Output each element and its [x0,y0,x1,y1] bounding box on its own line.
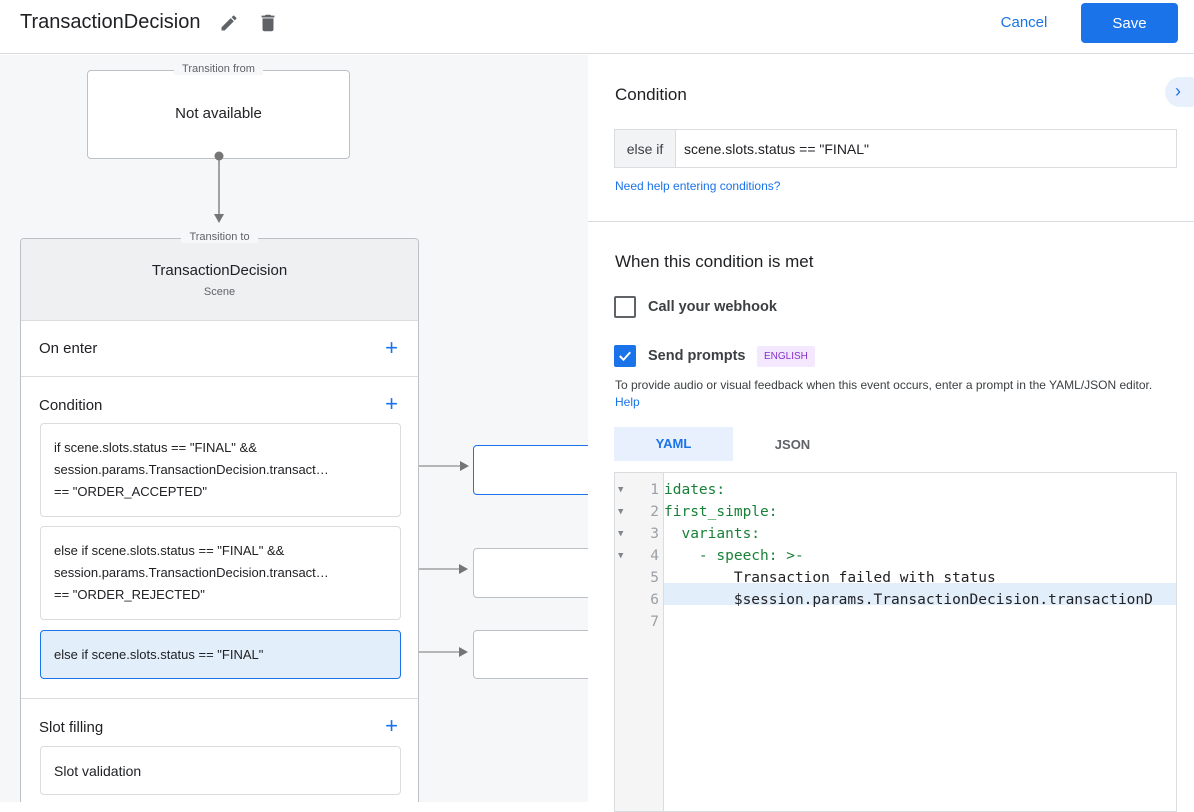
target-box-1[interactable] [473,445,588,495]
slot-validation-card[interactable]: Slot validation [40,746,401,795]
delete-icon[interactable] [257,11,279,35]
prompt-help-text: To provide audio or visual feedback when… [615,378,1153,409]
scene-title: TransactionDecision [20,11,201,33]
scene-type: Scene [203,286,236,298]
condition-card-1[interactable]: if scene.slots.status == "FINAL" && sessi… [40,423,401,517]
transition-from-legend: Transition from [174,63,263,75]
scene-name: TransactionDecision [151,262,288,279]
condition-panel: › Condition else if scene.slots.status =… [588,55,1194,812]
transition-from-box: Transition from Not available [87,63,350,159]
code-line: Transaction failed with status [664,570,996,586]
collapse-panel-chevron-icon[interactable]: › [1165,77,1194,107]
on-enter-section: On enter + [21,320,418,376]
send-prompts-checkbox[interactable] [614,345,636,367]
tab-json[interactable]: JSON [774,436,811,452]
top-bar: TransactionDecision Cancel Save [0,0,1194,54]
condition-card-2[interactable]: else if scene.slots.status == "FINAL" &&… [40,526,401,620]
slot-filling-label: Slot filling [39,719,104,736]
code-line: $session.params.TransactionDecision.tran… [664,592,1153,608]
add-slot-icon[interactable]: + [385,713,398,738]
language-badge: ENGLISH [757,346,815,367]
code-line: - speech: >- [664,548,804,564]
cancel-button[interactable]: Cancel [1000,13,1048,31]
condition-text: session.params.TransactionDecision.trans… [54,462,329,477]
transition-from-value: Not available [175,105,262,122]
condition-text: else if scene.slots.status == "FINAL" && [54,543,285,558]
flow-canvas[interactable]: Transition from Not available Transition… [0,55,588,802]
code-line: first_simple: [664,504,778,520]
edit-icon[interactable] [219,13,239,33]
webhook-label: Call your webhook [648,299,777,315]
webhook-checkbox[interactable] [614,296,636,318]
code-line: idates: [664,482,726,498]
condition-prefix: else if [615,130,676,167]
send-prompts-label: Send prompts [648,348,746,364]
fold-arrow-icon[interactable]: ▼ [618,529,624,539]
condition-heading: Condition [615,85,687,104]
add-condition-icon[interactable]: + [385,391,398,416]
condition-label: Condition [39,397,103,414]
tab-yaml[interactable]: YAML [614,427,733,461]
condition-input[interactable]: else if scene.slots.status == "FINAL" [614,129,1177,168]
condition-card-3-selected[interactable]: else if scene.slots.status == "FINAL" [40,630,401,679]
help-conditions-link[interactable]: Need help entering conditions? [615,179,781,193]
code-line: variants: [664,526,761,542]
active-line-highlight [664,583,1176,605]
add-on-enter-icon[interactable]: + [385,335,398,360]
check-icon [619,351,631,362]
condition-text: session.params.TransactionDecision.trans… [54,565,329,580]
on-enter-label: On enter [39,340,98,357]
divider [588,221,1194,222]
condition-text: else if scene.slots.status == "FINAL" [54,646,264,662]
condition-section: Condition + if scene.slots.status == "FI… [21,376,418,698]
target-box-3[interactable] [473,630,588,679]
scene-box: Transition to TransactionDecision Scene … [20,231,419,802]
arrow-head [214,214,224,223]
fold-arrow-icon[interactable]: ▼ [618,507,624,517]
condition-text: == "ORDER_ACCEPTED" [54,484,207,499]
condition-text: if scene.slots.status == "FINAL" && [54,440,257,455]
target-box-2[interactable] [473,548,588,598]
help-link[interactable]: Help [615,395,640,409]
save-button[interactable]: Save [1081,3,1178,43]
fold-arrow-icon[interactable]: ▼ [618,551,624,561]
condition-value[interactable]: scene.slots.status == "FINAL" [684,140,870,157]
fold-arrow-icon[interactable]: ▼ [618,485,624,495]
transition-to-legend: Transition to [181,231,258,243]
met-heading: When this condition is met [615,252,814,271]
condition-text: == "ORDER_REJECTED" [54,587,205,602]
slot-filling-section: Slot filling + Slot validation [21,698,418,802]
